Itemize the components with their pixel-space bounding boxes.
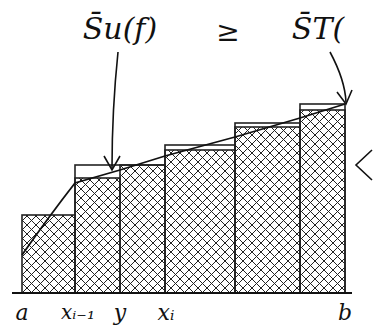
axis-label: xᵢ [158,302,175,324]
arrow-head [104,156,120,170]
leader-arrow [112,52,118,168]
sum-label: S̄T( [292,14,344,44]
arrow-head [337,90,352,104]
bracket-mark [356,150,372,180]
x-axis [12,292,352,294]
sum-label: ≥ [216,18,239,46]
upper-sum-outline [75,104,345,293]
axis-label: b [338,302,352,324]
axis-label: a [15,302,28,324]
sum-label: S̄u(f) [83,14,157,44]
hatched-rectangles [22,110,345,293]
function-curve [22,104,345,255]
axis-label: y [114,302,126,324]
axis-label: xᵢ₋₁ [61,302,95,322]
